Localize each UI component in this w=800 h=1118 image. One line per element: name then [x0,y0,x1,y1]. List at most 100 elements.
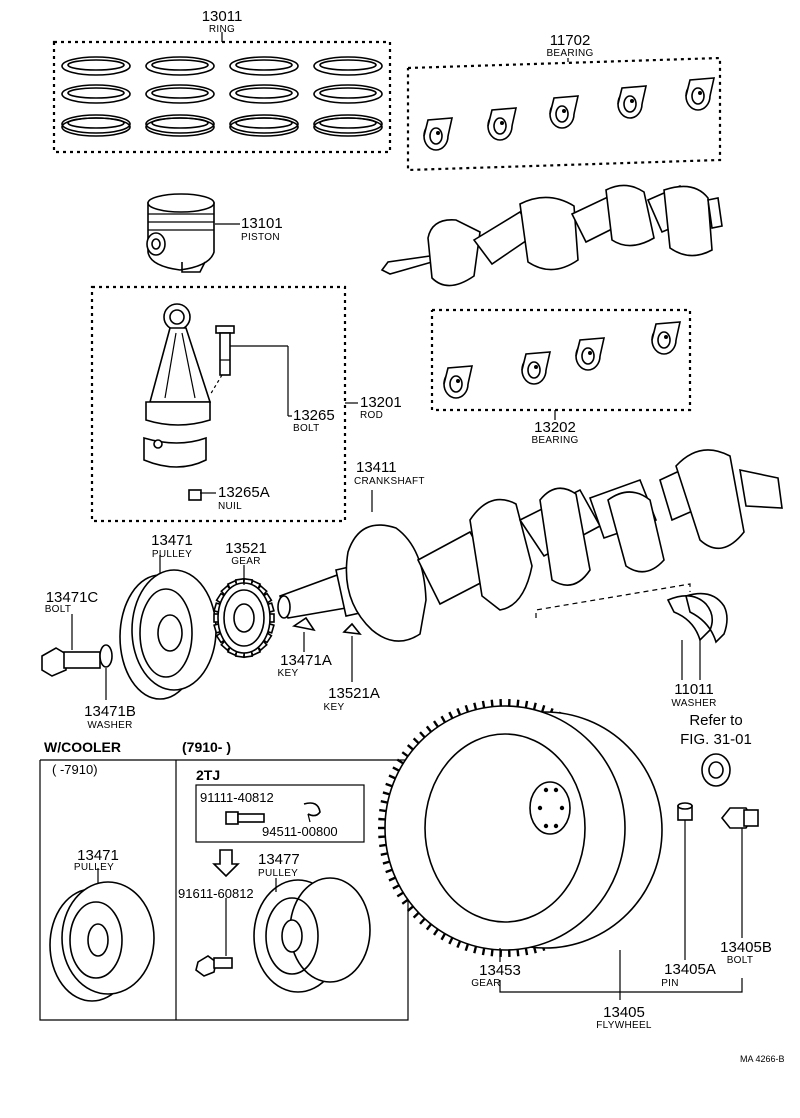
bearing-lower-label: BEARING [531,435,578,446]
pulley-key-part-number: 13471A [280,652,332,669]
ring-gear-tooth [448,937,454,945]
crankshaft [277,449,783,642]
pulley-washer-label: WASHER [87,720,132,731]
ring-gear-tooth [481,947,486,956]
ring-gear-tooth [464,943,470,952]
variant-box-cooler [39,759,177,1021]
piston-ring [61,84,131,104]
ring-gear-tooth [385,868,393,874]
ring-gear-tooth [382,791,390,796]
tj-bolt-part-number: 91111-40812 [200,790,274,805]
ring-gear-tooth [379,808,387,813]
ring-gear-tooth [473,946,478,954]
ring-gear-tooth [516,699,520,707]
ring-gear-tooth [388,774,396,780]
ring-gear-tooth [425,725,433,733]
piston-ring [313,84,383,104]
bearing-shell [487,107,518,141]
flywheel-assembly [378,699,759,1000]
footer-code: MA 4266-B [740,1054,785,1064]
ring-gear-tooth [490,699,494,707]
ring-gear-tooth [524,700,529,709]
rod-part-number: 13201 [360,394,402,411]
ring-gear-tooth [380,852,388,856]
crankshaft-pulley [119,555,217,700]
piston [146,193,240,273]
ring-gear-tooth [432,720,439,728]
ring-gear-tooth [456,707,462,716]
cooler-variant-range: ( -7910) [52,762,98,777]
piston-ring [145,84,215,104]
pulley-washer-part-number: 13471B [84,703,136,720]
ring-gear-tooth [481,700,486,709]
rod-bolt-part-number: 13265 [293,407,335,424]
bearing-shell [685,77,716,111]
bearing-shell [651,321,682,355]
flywheel-label: FLYWHEEL [596,1020,652,1031]
ring-gear-tooth [388,876,396,882]
ring-gear-tooth [401,898,409,905]
ring-gear-tooth [406,744,414,751]
ring-label: RING [209,24,235,35]
piston-ring-set [52,32,392,154]
piston-ring [145,114,215,137]
rod-bolt-label: BOLT [293,423,320,434]
pulley-washer [99,644,113,700]
cooler-variant-title: W/COOLER [44,739,121,755]
flywheel-gear-part-number: 13453 [479,962,521,979]
bearing-shell [423,117,454,151]
bearing-shell [575,337,606,371]
ring-gear-tooth [473,702,478,710]
piston-ring [229,56,299,76]
ring-part-number: 13011 [202,8,243,25]
pulley-bolt-part-number: 13471C [46,589,99,606]
flywheel-bolt-part-number: 13405B [720,939,772,956]
ring-gear-tooth [380,800,388,804]
ring-gear-tooth [490,949,494,957]
ring-gear-tooth [464,704,470,713]
connecting-rod-assembly [90,285,358,523]
gear-key-part-number: 13521A [328,685,380,702]
refer-line-1: Refer to [689,712,742,729]
ring-gear-tooth [425,923,433,931]
ring-gear-tooth [412,737,420,745]
rod-nut-label: NUIL [218,501,242,512]
ring-gear-tooth [385,782,393,788]
flywheel-pin-part-number: 13405A [664,961,716,978]
ring-gear-tooth [406,905,414,912]
variant-box-tj [176,759,409,1021]
ring-gear-tooth [419,731,426,739]
tj-pulley-label: PULLEY [258,868,298,879]
tj-pulley-part-number: 13477 [258,851,300,868]
ring-gear-tooth [396,891,404,898]
ring-gear-tooth [516,949,520,957]
ring-gear-tooth [379,843,387,848]
ring-gear-tooth [440,715,447,723]
thrust-washer-label: WASHER [671,698,716,709]
bearing-lower-part-number: 13202 [534,419,576,436]
ring-gear-tooth [419,917,426,925]
tj-variant-range: (7910- ) [182,739,231,755]
tj-pulley-bolt-part-number: 91611-60812 [178,886,254,901]
piston-ring [229,84,299,104]
bearing-upper-part-number: 11702 [550,32,591,49]
ring-gear-tooth [532,702,537,710]
ring-gear-tooth [456,940,462,949]
cooler-pulley-label: PULLEY [74,862,114,873]
ring-gear-tooth [440,933,447,941]
pulley-bolt-label: BOLT [45,604,72,615]
piston-ring [145,56,215,76]
gear-part-number: 13521 [225,540,267,557]
piston-ring [313,56,383,76]
ring-gear-tooth [382,860,390,865]
ring-gear-tooth [392,766,400,772]
piston-ring [313,114,383,137]
bearing-shell [617,85,648,119]
ring-gear-tooth [401,751,409,758]
flywheel-gear-label: GEAR [471,978,501,989]
main-bearing-upper-set [406,56,722,172]
flywheel-part-number: 13405 [603,1004,645,1021]
ring-gear-tooth [432,928,439,936]
crankshaft-label: CRANKSHAFT [354,476,425,487]
